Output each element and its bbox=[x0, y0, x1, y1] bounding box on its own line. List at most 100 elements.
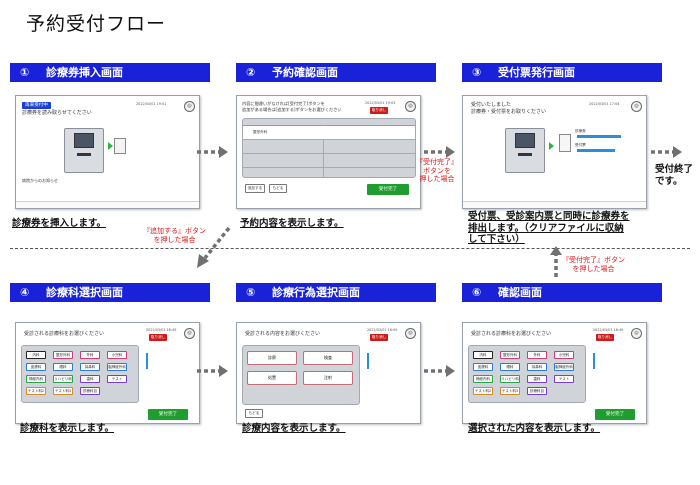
arrow-step2-to-step4 bbox=[197, 226, 231, 268]
add-button[interactable]: 追加する bbox=[245, 184, 265, 193]
s6-button-5[interactable]: 皮膚科 bbox=[473, 363, 493, 371]
kiosk-screen-image bbox=[74, 133, 94, 148]
arrow-step6-to-step3 bbox=[550, 246, 562, 277]
service-button-exam[interactable]: 診察 bbox=[247, 351, 297, 365]
s6-button-15[interactable]: 診療科目 bbox=[527, 387, 547, 395]
reservation-table: 整形外科 bbox=[242, 118, 416, 178]
accept-complete-button[interactable]: 受付完了 bbox=[595, 409, 635, 420]
s6-button-14[interactable]: テスト科3 bbox=[500, 387, 520, 395]
s4-button-7[interactable]: 耳鼻科 bbox=[80, 363, 100, 371]
flow-end-label: 受付終了 です。 bbox=[655, 164, 693, 187]
step-4-caption: 診療科を表示します。 bbox=[20, 423, 115, 434]
screen-5-service-select: 受診される内容をお選びください 2022/03/01 16:49 取り消し ◎ … bbox=[236, 322, 421, 424]
selection-indicator bbox=[146, 353, 148, 369]
selection-indicator bbox=[367, 353, 369, 369]
s6-button-7[interactable]: 耳鼻科 bbox=[527, 363, 547, 371]
accept-complete-button[interactable]: 受付完了 bbox=[148, 409, 188, 420]
help-icon: ◎ bbox=[405, 328, 416, 339]
screen-4-cancel-button[interactable]: 取り消し bbox=[149, 334, 167, 341]
screen-4-datetime: 2022/03/01 16:49 bbox=[146, 328, 177, 332]
s4-button-6[interactable]: 眼科 bbox=[53, 363, 73, 371]
s4-button-3[interactable]: 外科 bbox=[80, 351, 100, 359]
screen-1-card-insert: 再来受付中 診療券を読み取らせてください 2022/03/01 19:01 ◎ … bbox=[15, 95, 200, 209]
add-button-note-line-1: 『追加する』ボタン bbox=[143, 227, 206, 235]
s4-button-13[interactable]: テスト科2 bbox=[26, 387, 46, 395]
card-label: 診療券 bbox=[575, 129, 586, 133]
s6-button-12[interactable]: テスト bbox=[554, 375, 574, 383]
back-button[interactable]: もどる bbox=[245, 409, 263, 418]
step-2-caption: 予約内容を表示します。 bbox=[240, 218, 344, 229]
s6-button-3[interactable]: 外科 bbox=[527, 351, 547, 359]
s6-button-13[interactable]: テスト科2 bbox=[473, 387, 493, 395]
ticket-label: 受付票 bbox=[575, 143, 586, 147]
s4-button-1[interactable]: 内科 bbox=[26, 351, 46, 359]
screen-2-cancel-button[interactable]: 取り消し bbox=[370, 107, 388, 114]
kiosk-screen-image bbox=[515, 133, 535, 148]
screen-2-datetime: 2022/03/01 19:03 bbox=[365, 101, 396, 105]
arrow-step2-to-step3 bbox=[424, 146, 455, 158]
step-1-number: ① bbox=[20, 66, 30, 79]
s6-button-10[interactable]: リハビリ科 bbox=[500, 375, 520, 383]
screen-2-instruction-2: 追加がある場合は[追加する]ボタンをお選びください bbox=[242, 107, 342, 112]
screen-5-cancel-button[interactable]: 取り消し bbox=[370, 334, 388, 341]
s4-button-14[interactable]: テスト科3 bbox=[53, 387, 73, 395]
s4-button-11[interactable]: 歯科 bbox=[80, 375, 100, 383]
step-3-caption-line-3: して下さい） bbox=[468, 234, 525, 245]
step-3-caption-line-2: 排出します。（クリアファイルに収納 bbox=[468, 222, 624, 234]
ticket-progress-bar bbox=[577, 149, 615, 152]
s6-button-9[interactable]: 神経内科 bbox=[473, 375, 493, 383]
s4-button-8[interactable]: 脳神経外科 bbox=[107, 363, 127, 371]
screen-1-datetime: 2022/03/01 19:01 bbox=[136, 102, 167, 106]
screen-6-cancel-button[interactable]: 取り消し bbox=[596, 334, 614, 341]
step-2-header: ② 予約確認画面 bbox=[236, 63, 436, 82]
s6-button-1[interactable]: 内科 bbox=[473, 351, 493, 359]
step-6-caption: 選択された内容を表示します。 bbox=[468, 423, 601, 434]
step-6-header: ⑥ 確認画面 bbox=[462, 283, 662, 302]
s4-button-10[interactable]: リハビリ科 bbox=[53, 375, 73, 383]
section-divider bbox=[10, 248, 690, 249]
add-button-note: 『追加する』ボタン を押した場合 bbox=[143, 227, 206, 244]
s6-button-4[interactable]: 小児科 bbox=[554, 351, 574, 359]
ticket-slot-image bbox=[518, 153, 532, 156]
s4-button-2[interactable]: 整形外科 bbox=[53, 351, 73, 359]
ticket-image bbox=[559, 134, 571, 152]
hospital-notice: 病院からのお知らせ bbox=[22, 178, 58, 183]
accept-complete-button[interactable]: 受付完了 bbox=[367, 184, 409, 195]
back-button[interactable]: もどる bbox=[269, 184, 287, 193]
complete-note-top-line-1: 『受付完了』 bbox=[416, 158, 458, 166]
help-icon: ◎ bbox=[405, 101, 416, 112]
step-2-label: 予約確認画面 bbox=[272, 66, 338, 79]
complete-note-top-line-2: ボタンを bbox=[423, 166, 451, 175]
service-button-injection[interactable]: 注射 bbox=[303, 371, 353, 385]
s4-button-5[interactable]: 皮膚科 bbox=[26, 363, 46, 371]
service-button-treatment[interactable]: 処置 bbox=[247, 371, 297, 385]
step-2-number: ② bbox=[246, 66, 256, 79]
flow-end-line-2: です。 bbox=[655, 175, 683, 187]
step-4-number: ④ bbox=[20, 286, 30, 299]
screen-3-instruction: 診療券・受付票をお取りください bbox=[471, 109, 547, 115]
s6-button-8[interactable]: 脳神経外科 bbox=[554, 363, 574, 371]
card-slot-image bbox=[77, 153, 91, 156]
service-button-test[interactable]: 検査 bbox=[303, 351, 353, 365]
step-6-number: ⑥ bbox=[472, 286, 482, 299]
s6-button-2[interactable]: 整形外科 bbox=[500, 351, 520, 359]
step-5-label: 診療行為選択画面 bbox=[272, 286, 360, 299]
s4-button-12[interactable]: テスト bbox=[107, 375, 127, 383]
screen-1-instruction: 診療券を読み取らせてください bbox=[22, 110, 92, 116]
screen-4-instruction: 受診される診療科をお選びください bbox=[24, 331, 105, 337]
page-title: 予約受付フロー bbox=[26, 13, 167, 35]
arrow-step3-to-end bbox=[651, 146, 682, 158]
s4-button-15[interactable]: 診療科目 bbox=[80, 387, 100, 395]
selection-indicator bbox=[593, 353, 595, 369]
s4-button-4[interactable]: 小児科 bbox=[107, 351, 127, 359]
arrow-step5-to-step6 bbox=[424, 365, 455, 377]
s6-button-11[interactable]: 歯科 bbox=[527, 375, 547, 383]
s4-button-9[interactable]: 神経内科 bbox=[26, 375, 46, 383]
step-6-label: 確認画面 bbox=[498, 286, 542, 299]
complete-note-right-line-1: 『受付完了』ボタン bbox=[562, 256, 625, 264]
s6-button-6[interactable]: 眼科 bbox=[500, 363, 520, 371]
